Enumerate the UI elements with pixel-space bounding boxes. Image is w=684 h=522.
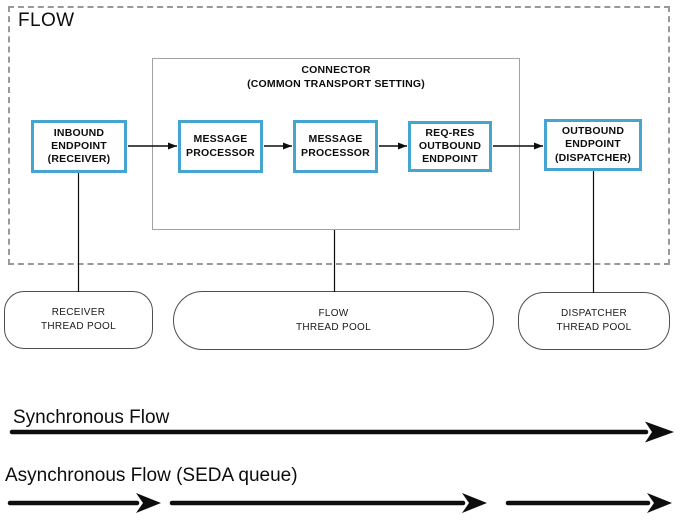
connector-box [152,58,520,230]
synchronous-flow-arrowhead [645,421,674,443]
message-processor-node-2: MESSAGE PROCESSOR [293,120,378,173]
synchronous-flow-label: Synchronous Flow [13,407,170,428]
asynchronous-flow-arrowhead-3 [647,493,672,513]
connector-title: CONNECTOR (COMMON TRANSPORT SETTING) [247,64,425,90]
inbound-endpoint-node: INBOUND ENDPOINT (RECEIVER) [31,120,127,173]
outbound-endpoint-node: OUTBOUND ENDPOINT (DISPATCHER) [544,119,642,171]
flow-title: FLOW [18,10,75,31]
flow-dashed-container [8,6,670,265]
asynchronous-flow-label: Asynchronous Flow (SEDA queue) [5,465,298,486]
req-res-outbound-endpoint-node: REQ-RES OUTBOUND ENDPOINT [408,121,492,172]
receiver-thread-pool: RECEIVER THREAD POOL [4,291,153,349]
dispatcher-thread-pool: DISPATCHER THREAD POOL [518,292,670,350]
flow-thread-pool: FLOW THREAD POOL [173,291,494,350]
message-processor-node-1: MESSAGE PROCESSOR [178,120,263,173]
asynchronous-flow-arrowhead-1 [136,493,161,513]
asynchronous-flow-arrowhead-2 [462,493,487,513]
